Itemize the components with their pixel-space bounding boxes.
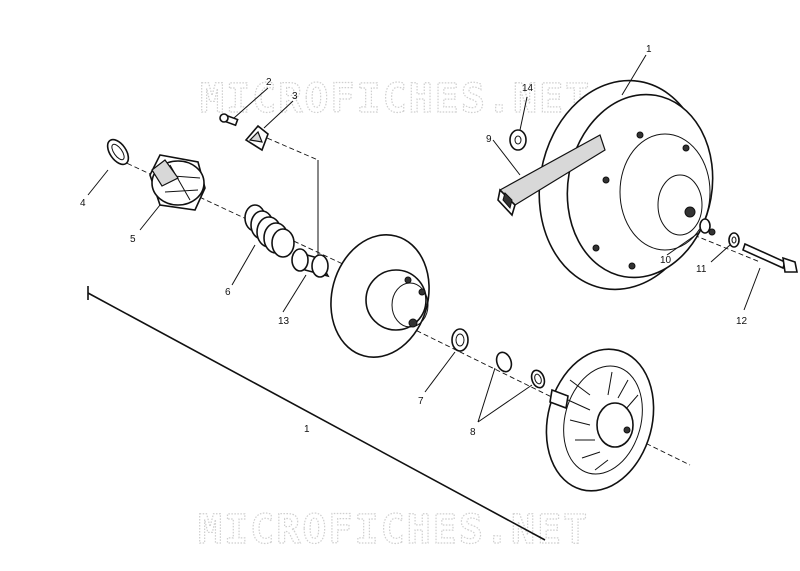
callout-8: 8 (470, 427, 476, 438)
callout-7: 7 (418, 396, 424, 407)
callout-13: 13 (278, 316, 290, 327)
callout-2: 2 (266, 77, 272, 88)
callout-5: 5 (130, 234, 136, 245)
callout-11: 11 (696, 264, 707, 275)
washer-part-14 (509, 129, 527, 151)
watermark-top: MICROFICHES.NET (200, 76, 591, 122)
callout-12: 12 (736, 316, 748, 327)
snap-ring-part-4 (106, 138, 130, 166)
fixed-sheave (545, 348, 655, 492)
watermark-bottom: MICROFICHES.NET (198, 507, 589, 553)
callout-6: 6 (225, 287, 231, 298)
spider-part-5 (149, 154, 206, 211)
moveable-sheave (330, 234, 430, 358)
nut-part-3 (244, 124, 269, 152)
assembly-bracket (87, 286, 546, 541)
washers-part-8 (495, 351, 546, 389)
clutch-housing-part-1 (538, 79, 716, 291)
callout-1-bottom: 1 (304, 424, 310, 435)
callout-9: 9 (486, 134, 492, 145)
bushing-part-13 (291, 248, 330, 278)
callout-4: 4 (80, 198, 86, 209)
belt-part-9 (497, 134, 606, 217)
spring-part-6 (244, 204, 295, 258)
leader-lines (87, 54, 761, 423)
bolt-part-12 (742, 242, 798, 273)
callout-14: 14 (522, 83, 534, 94)
callout-1-top: 1 (646, 44, 652, 55)
callouts: 1 1 2 3 4 5 6 7 8 9 10 11 12 13 14 (80, 44, 748, 438)
bolt-part-2 (219, 113, 239, 127)
washer-part-10 (699, 218, 711, 234)
callout-10: 10 (660, 255, 672, 266)
washer-part-11 (728, 232, 740, 248)
callout-3: 3 (292, 91, 298, 102)
bushing-part-7 (451, 328, 469, 352)
